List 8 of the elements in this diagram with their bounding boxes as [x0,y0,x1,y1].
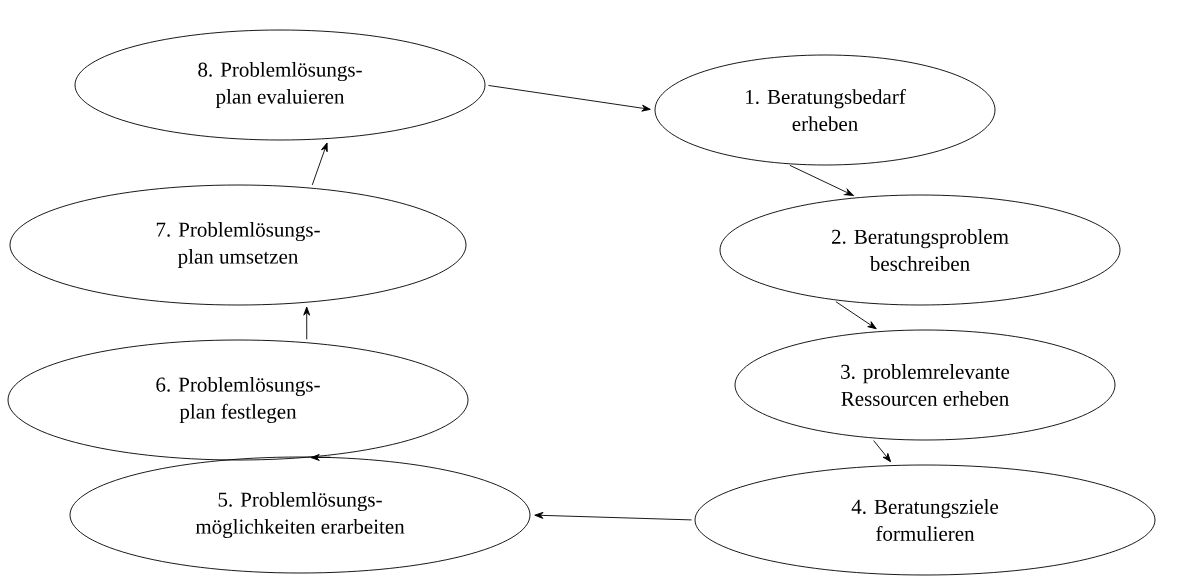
arrow [310,454,331,461]
arrow [835,301,877,330]
arrow [534,511,692,521]
arrow [789,164,854,196]
arrow [873,440,892,463]
arrow [487,85,651,112]
arrow [311,142,328,186]
arrow [303,306,311,340]
